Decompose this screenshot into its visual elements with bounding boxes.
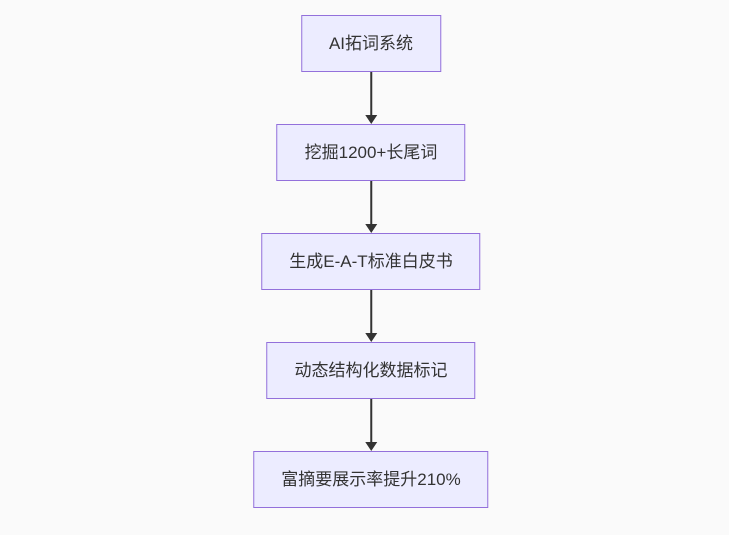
- flow-node-label: 挖掘1200+长尾词: [304, 143, 438, 162]
- arrow-line: [369, 399, 372, 442]
- arrowhead-down-icon: [364, 115, 377, 124]
- arrow-3: [364, 290, 377, 342]
- flow-node-structured-data: 动态结构化数据标记: [266, 342, 476, 399]
- flow-node-rich-snippet-result: 富摘要展示率提升210%: [253, 451, 489, 508]
- flow-node-eat-whitepaper: 生成E-A-T标准白皮书: [261, 233, 481, 290]
- flow-node-ai-keyword-system: AI拓词系统: [300, 15, 442, 72]
- arrowhead-down-icon: [364, 442, 377, 451]
- arrow-2: [364, 181, 377, 233]
- flow-node-label: AI拓词系统: [328, 34, 414, 53]
- flow-node-label: 生成E-A-T标准白皮书: [289, 252, 453, 271]
- arrowhead-down-icon: [364, 333, 377, 342]
- flow-node-label: 富摘要展示率提升210%: [281, 470, 461, 489]
- arrow-line: [369, 72, 372, 115]
- arrow-line: [369, 181, 372, 224]
- flow-node-label: 动态结构化数据标记: [294, 361, 448, 380]
- arrow-1: [364, 72, 377, 124]
- arrow-line: [369, 290, 372, 333]
- arrow-4: [364, 399, 377, 451]
- arrowhead-down-icon: [364, 224, 377, 233]
- flow-node-longtail-mining: 挖掘1200+长尾词: [276, 124, 466, 181]
- flow-column: AI拓词系统 挖掘1200+长尾词 生成E-A-T标准白皮书 动态结构化数据标记: [253, 15, 489, 508]
